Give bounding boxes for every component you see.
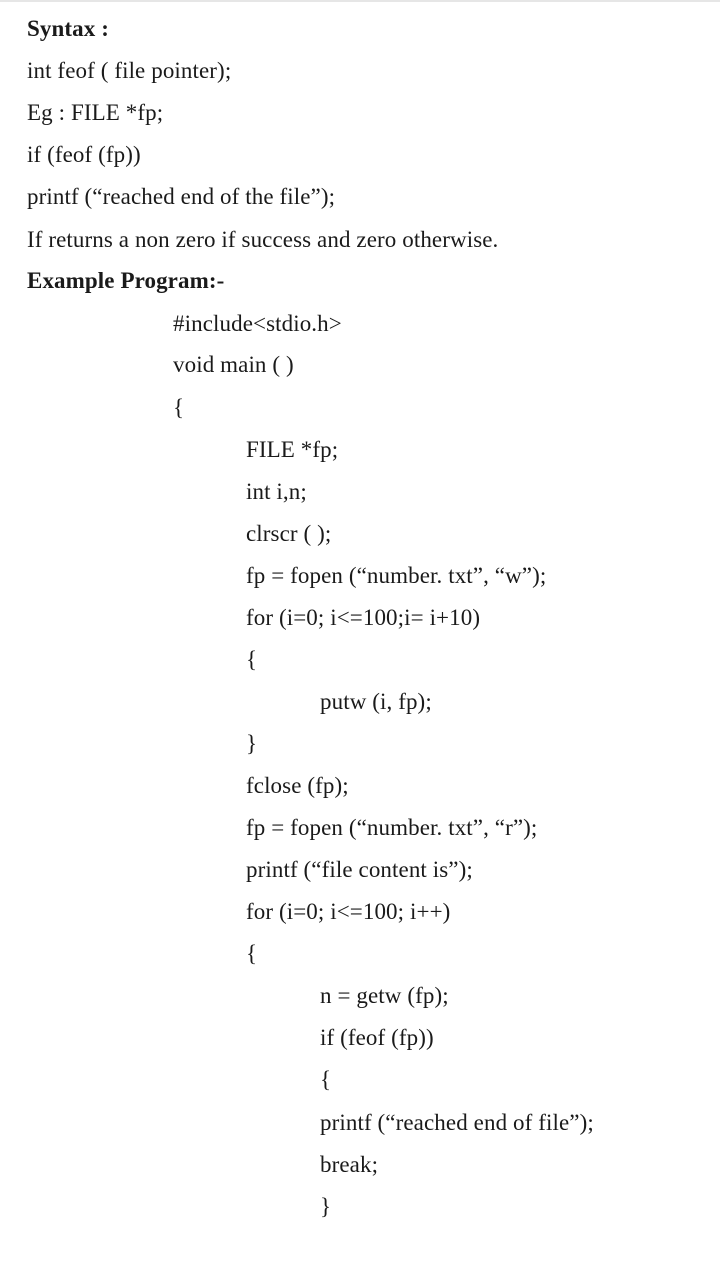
code-line: { <box>320 1067 332 1092</box>
code-line: for (i=0; i<=100; i++) <box>246 899 451 924</box>
code-line: } <box>320 1194 332 1219</box>
code-line: printf (“reached end of file”); <box>320 1110 594 1135</box>
code-line: #include<stdio.h> <box>173 311 342 336</box>
syntax-example-if: if (feof (fp)) <box>27 142 141 167</box>
code-line: fp = fopen (“number. txt”, “w”); <box>246 563 547 588</box>
code-line: break; <box>320 1152 379 1177</box>
code-line: void main ( ) <box>173 352 294 377</box>
code-line: clrscr ( ); <box>246 521 332 546</box>
syntax-heading: Syntax : <box>27 16 109 41</box>
code-line: { <box>246 647 258 672</box>
code-line: putw (i, fp); <box>320 689 432 714</box>
syntax-description: If returns a non zero if success and zer… <box>27 227 499 252</box>
syntax-example-decl: Eg : FILE *fp; <box>27 100 164 125</box>
code-line: fclose (fp); <box>246 773 349 798</box>
top-divider <box>0 0 720 2</box>
example-program-heading: Example Program:- <box>27 268 225 293</box>
code-line: n = getw (fp); <box>320 983 449 1008</box>
syntax-example-printf: printf (“reached end of the file”); <box>27 184 336 209</box>
code-line: fp = fopen (“number. txt”, “r”); <box>246 815 538 840</box>
code-line: for (i=0; i<=100;i= i+10) <box>246 605 481 630</box>
code-line: int i,n; <box>246 479 307 504</box>
code-line: { <box>246 941 258 966</box>
code-line: FILE *fp; <box>246 437 339 462</box>
syntax-signature: int feof ( file pointer); <box>27 58 232 83</box>
code-line: } <box>246 731 258 756</box>
code-line: { <box>173 395 185 420</box>
code-line: printf (“file content is”); <box>246 857 473 882</box>
code-line: if (feof (fp)) <box>320 1025 434 1050</box>
